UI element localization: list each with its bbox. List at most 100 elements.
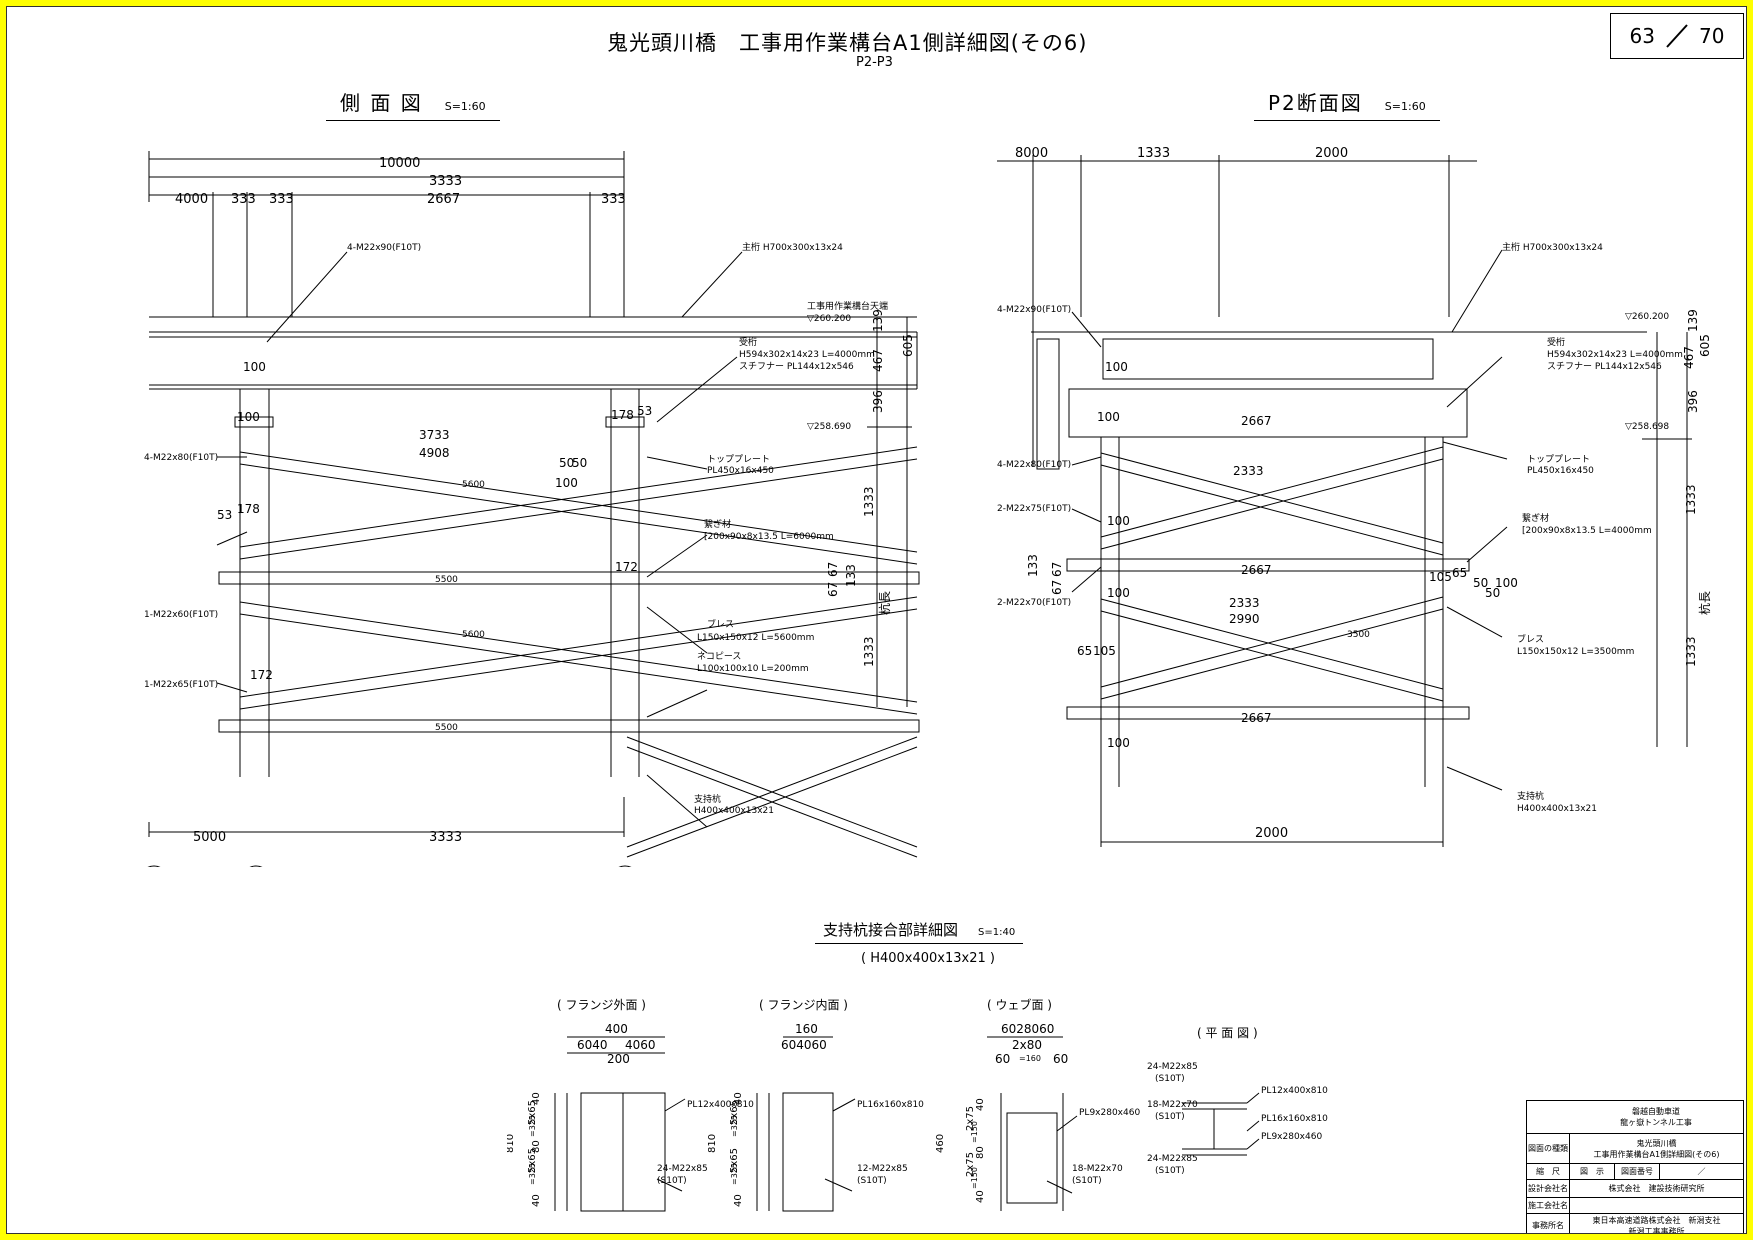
side-vdim-1333-a: 1333 <box>862 486 876 517</box>
sec-vdim-67-a: 67 <box>1050 562 1064 577</box>
sec-label-top-plate-spec: PL450x16x450 <box>1527 466 1594 476</box>
sec-in-65-b: 65 <box>1077 644 1092 658</box>
side-in-50-a: 50 <box>559 456 574 470</box>
title-block-designer-row: 設計会社名 株式会社 建設技術研究所 <box>1527 1179 1743 1197</box>
fo-dim-5x65-b: 5x65 <box>527 1148 538 1173</box>
fi-dim-810: 810 <box>707 1134 718 1153</box>
label-support-pile-spec: H400x400x13x21 <box>694 806 774 816</box>
label-top-plate: トッププレート <box>707 454 770 465</box>
side-dim-3333-bottom: 3333 <box>429 830 462 845</box>
sec-label-bolt-90: 4-M22x90(F10T) <box>997 305 1071 315</box>
sec-dim-1333: 1333 <box>1137 146 1170 161</box>
plan-plate-b: PL16x160x810 <box>1261 1114 1328 1124</box>
plan-bolt-grade-c: (S10T) <box>1155 1166 1185 1176</box>
title-block-drawing-type-label: 図面の種類 <box>1527 1134 1570 1163</box>
label-brace-spec: L150x150x12 L=5600mm <box>697 633 814 643</box>
web-dim-80: 80 <box>975 1146 986 1159</box>
web-bolt-grade: (S10T) <box>1072 1176 1102 1186</box>
web-plate: PL9x280x460 <box>1079 1108 1140 1118</box>
sec-label-receiving-beam: 受桁 <box>1547 336 1565 348</box>
fi-dim-5x65-b: 5x65 <box>729 1148 740 1173</box>
side-vdim-1333-b: 1333 <box>862 636 876 667</box>
sec-in-2667-c: 2667 <box>1241 711 1272 725</box>
label-brace: ブレス <box>707 618 734 630</box>
web-dim-40-a: 40 <box>975 1098 986 1111</box>
side-dim-333-c: 333 <box>601 192 626 207</box>
side-in-53-a: 53 <box>637 404 652 418</box>
pier-p2 <box>249 865 263 867</box>
fo-dim-400: 400 <box>605 1022 628 1036</box>
sec-label-support-pile-spec: H400x400x13x21 <box>1517 804 1597 814</box>
sec-in-50-a: 50 <box>1473 576 1488 590</box>
side-pile-length: 杭長 <box>877 591 892 615</box>
sec-in-2333-a: 2333 <box>1233 464 1264 478</box>
sec-vdim-1333-b: 1333 <box>1684 636 1698 667</box>
label-bolt-80: 4-M22x80(F10T) <box>144 453 218 463</box>
fo-dim-80: 80 <box>531 1140 542 1153</box>
drawing-sheet: 鬼光頭川橋 工事用作業構台A1側詳細図(その6) P2-P3 63 70 側 面… <box>6 6 1747 1234</box>
pier-p3 <box>618 865 632 867</box>
flange-inner-title: ( フランジ内面 ) <box>759 998 848 1012</box>
sec-label-receiving-beam-spec: H594x302x14x23 L=4000mm <box>1547 350 1683 360</box>
label-top-plate-spec: PL450x16x450 <box>707 466 774 476</box>
sec-in-50-b: 50 <box>1485 586 1500 600</box>
label-level-2: ▽258.690 <box>807 422 851 432</box>
title-block-office-2: 新潟工事事務所 <box>1628 1226 1685 1234</box>
label-tie-member: 繋ぎ材 <box>704 518 731 530</box>
side-dim-2667: 2667 <box>427 192 460 207</box>
sec-in-105-b: 105 <box>1093 644 1116 658</box>
side-in-5600-a: 5600 <box>462 480 485 490</box>
flange-outer-title: ( フランジ外面 ) <box>557 998 646 1012</box>
sec-vdim-605: 605 <box>1698 334 1712 357</box>
fi-dim-325-a: =325 <box>730 1115 739 1137</box>
sec-label-support-pile: 支持杭 <box>1517 790 1544 802</box>
side-view-scale: S=1:60 <box>444 100 486 113</box>
side-dim-5000: 5000 <box>193 830 226 845</box>
title-block-office-1: 東日本高速道路株式会社 新潟支社 <box>1592 1215 1721 1225</box>
side-vdim-67-b: 67 <box>826 582 840 597</box>
title-block-drawing-name-2: 工事用作業構台A1側詳細図(その6) <box>1593 1149 1720 1159</box>
title-block-contractor-label: 施工会社名 <box>1527 1198 1570 1213</box>
side-dim-333-a: 333 <box>231 192 256 207</box>
sec-dim-8000: 8000 <box>1015 146 1048 161</box>
title-block-contractor-row: 施工会社名 <box>1527 1197 1743 1213</box>
label-receiving-beam: 受桁 <box>739 336 757 348</box>
sec-vdim-133: 133 <box>1026 554 1040 577</box>
page-number-box: 63 70 <box>1610 13 1744 59</box>
label-main-girder: 主桁 H700x300x13x24 <box>742 241 843 253</box>
sec-vdim-467: 467 <box>1682 346 1696 369</box>
sec-label-tie-member: 繋ぎ材 <box>1522 512 1549 524</box>
sec-in-3500: 3500 <box>1347 630 1370 640</box>
sec-in-2990: 2990 <box>1229 612 1260 626</box>
sec-label-brace: ブレス <box>1517 633 1544 645</box>
fi-dim-325-b: =325 <box>730 1163 739 1185</box>
web-dim-40-b: 40 <box>975 1190 986 1203</box>
web-title: ( ウェブ面 ) <box>987 997 1052 1012</box>
web-dim-160: =160 <box>1019 1054 1041 1063</box>
title-block-contractor <box>1570 1198 1743 1213</box>
fo-dim-325-b: =325 <box>528 1163 537 1185</box>
sec-pile-length: 杭長 <box>1697 591 1712 615</box>
plan-bolts-c: 24-M22x85 <box>1147 1154 1198 1164</box>
fi-dim-40-b: 40 <box>733 1194 744 1207</box>
sec-in-100-d: 100 <box>1107 586 1130 600</box>
side-in-178-a: 178 <box>611 408 634 422</box>
side-vdim-396: 396 <box>871 390 885 413</box>
label-bolt-65: 1-M22x65(F10T) <box>144 680 218 690</box>
label-deck-level: ▽260.200 <box>807 314 851 324</box>
title-block-scale-value: 図 示 <box>1570 1164 1615 1179</box>
side-dim-3333-top: 3333 <box>429 174 462 189</box>
title-block-office-label: 事務所名 <box>1527 1214 1570 1233</box>
side-in-172-a: 172 <box>615 560 638 574</box>
sec-dim-2000-bottom: 2000 <box>1255 826 1288 841</box>
side-vdim-67-a: 67 <box>826 562 840 577</box>
sec-label-stiffener: スチフナー PL144x12x546 <box>1547 361 1662 372</box>
fo-dim-325-a: =325 <box>528 1115 537 1137</box>
label-bolt-top: 4-M22x90(F10T) <box>347 243 421 253</box>
title-block-project: 磐越自動車道 <box>1632 1107 1680 1116</box>
sec-label-bolt-75: 2-M22x75(F10T) <box>997 504 1071 514</box>
side-in-5500-a: 5500 <box>435 575 458 585</box>
sec-in-65-a: 65 <box>1452 566 1467 580</box>
